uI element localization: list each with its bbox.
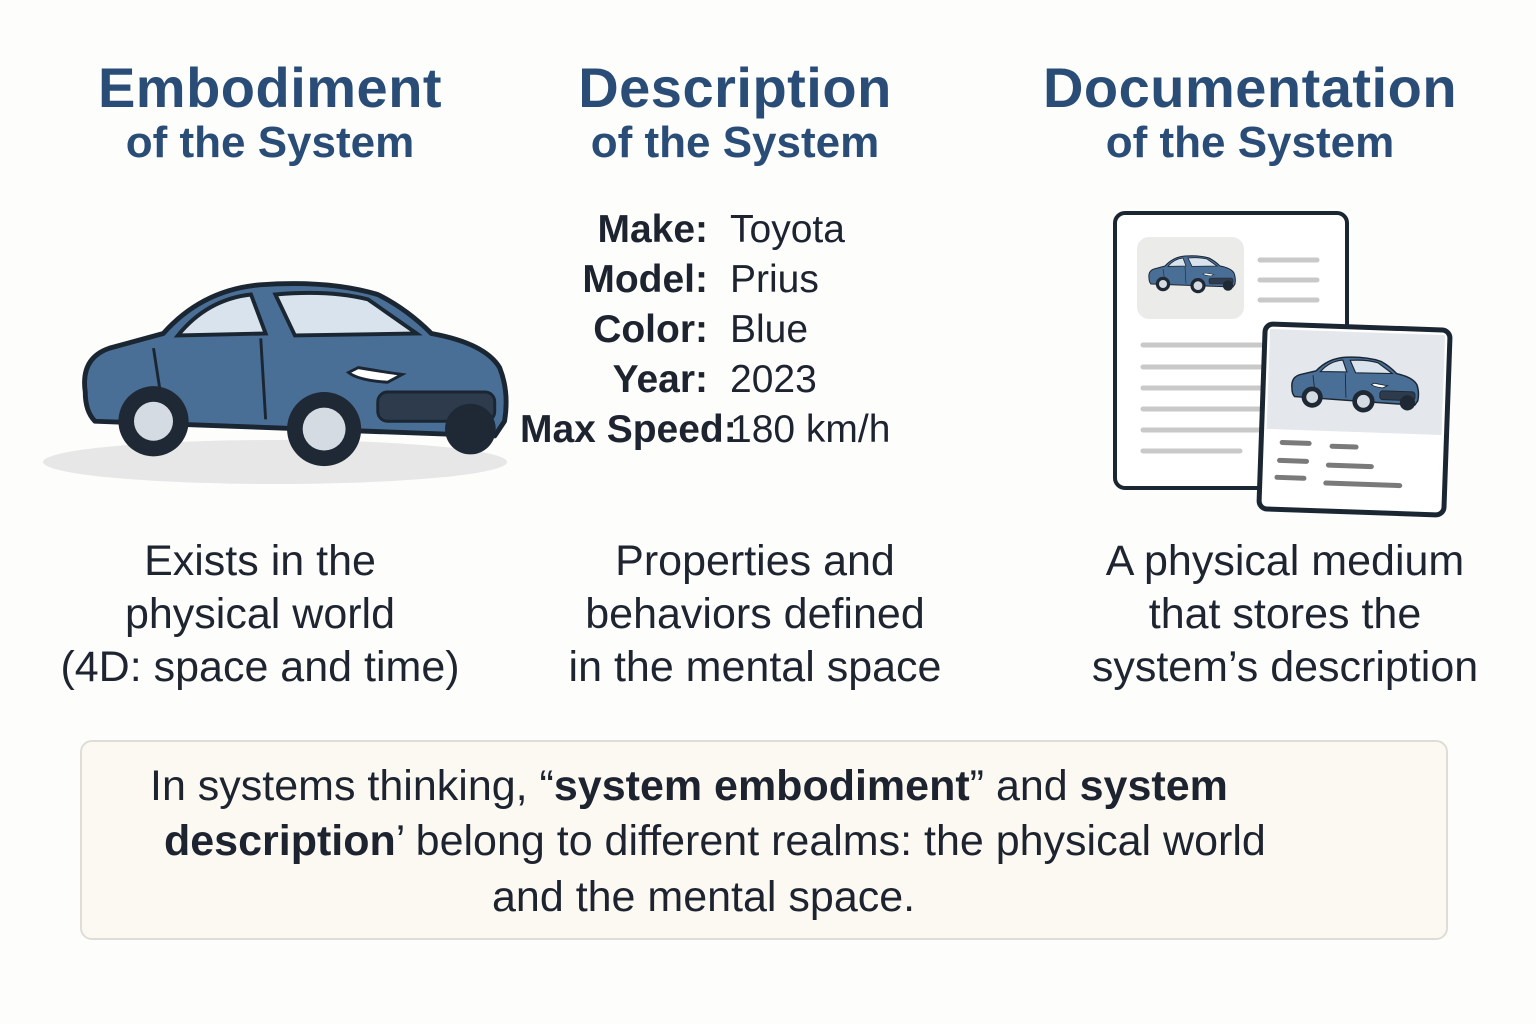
property-row: Model: Prius xyxy=(520,255,980,305)
description-subheading: of the System xyxy=(590,118,880,167)
note-emphasis: system xyxy=(1079,762,1228,810)
property-row: Color: Blue xyxy=(520,305,980,355)
embodiment-title: Embodiment of the System xyxy=(0,58,570,168)
property-value: Toyota xyxy=(730,208,845,251)
note-text: ” and xyxy=(969,762,1080,810)
embodiment-heading: Embodiment xyxy=(97,56,443,119)
note-line-2: description’ belong to different realms:… xyxy=(164,814,1266,869)
property-value: Blue xyxy=(730,308,809,351)
note-text: In systems thinking, “ xyxy=(150,762,554,810)
caption-line: that stores the xyxy=(1148,590,1422,638)
property-value: 180 km/h xyxy=(730,408,891,451)
caption-line: behaviors defined xyxy=(585,590,925,638)
caption-line: Exists in the xyxy=(144,537,376,585)
documentation-subheading: of the System xyxy=(1105,118,1395,167)
caption-line: A physical medium xyxy=(1105,537,1465,585)
note-line-3: and the mental space. xyxy=(492,873,916,921)
property-label: Model: xyxy=(582,258,708,301)
property-row: Make: Toyota xyxy=(520,205,980,255)
car-illustration xyxy=(43,270,510,484)
description-caption: Properties and behaviors defined in the … xyxy=(475,535,1035,694)
embodiment-caption: Exists in the physical world (4D: space … xyxy=(0,535,540,694)
caption-line: in the mental space xyxy=(568,643,942,691)
property-label: Year: xyxy=(612,358,708,401)
description-title: Description of the System xyxy=(435,58,1035,168)
caption-line: (4D: space and time) xyxy=(60,643,460,691)
property-row: Max Speed:180 km/h xyxy=(520,405,980,455)
embodiment-subheading: of the System xyxy=(125,118,415,167)
property-value: Prius xyxy=(730,258,819,301)
property-label: Color: xyxy=(593,308,708,351)
caption-line: physical world xyxy=(124,590,396,638)
documentation-title: Documentation of the System xyxy=(950,58,1536,168)
caption-line: Properties and xyxy=(615,537,895,585)
property-list: Make: Toyota Model: Prius Color: Blue Year:… xyxy=(520,205,980,455)
documentation-heading: Documentation xyxy=(1042,56,1458,119)
description-heading: Description xyxy=(578,56,892,119)
document-illustration xyxy=(1113,211,1453,518)
property-label: Max Speed: xyxy=(520,408,737,451)
property-label: Make: xyxy=(597,208,708,251)
documentation-caption: A physical medium that stores the system… xyxy=(1005,535,1536,694)
note-text: ’ belong to different realms: the physic… xyxy=(395,817,1266,865)
property-value: 2023 xyxy=(730,358,817,401)
note-emphasis: description xyxy=(164,817,396,865)
property-row: Year: 2023 xyxy=(520,355,980,405)
note-line-1: In systems thinking, “system embodiment”… xyxy=(150,759,1228,814)
caption-line: system’s description xyxy=(1091,643,1479,691)
note-emphasis: system embodiment xyxy=(553,762,970,810)
summary-note: In systems thinking, “system embodiment”… xyxy=(80,740,1448,940)
